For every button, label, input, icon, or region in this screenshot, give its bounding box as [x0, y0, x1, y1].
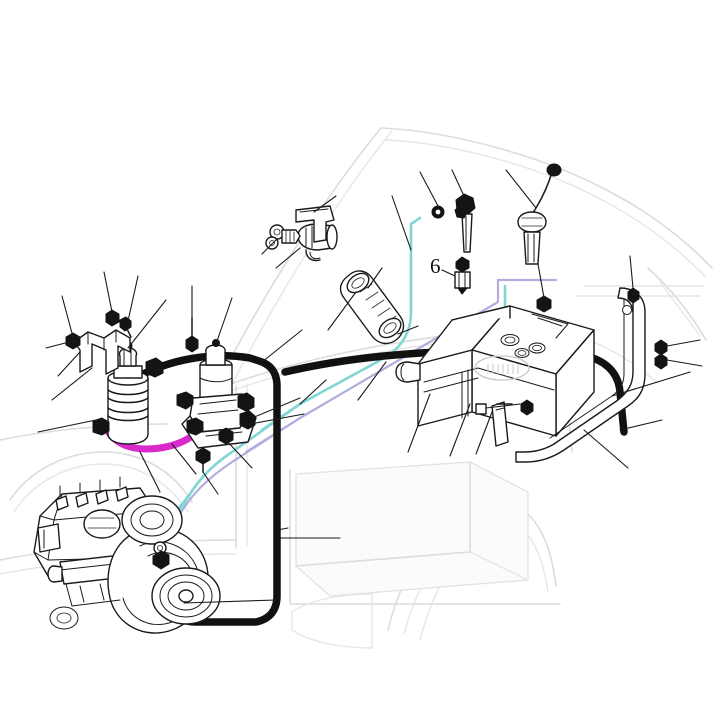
- fuel-tank: [395, 305, 595, 447]
- fuel-filter-secondary: [176, 339, 257, 449]
- fuel-line-return-route: [144, 278, 558, 568]
- vent-hose-assembly: [517, 163, 562, 265]
- fasteners-group: [65, 205, 668, 473]
- ghost-vehicle-outline: [0, 127, 713, 649]
- fuel-tap-callout-6: [454, 256, 471, 295]
- hand-primer-pump: [265, 205, 338, 262]
- breather-valve: [454, 193, 476, 253]
- injection-pump: [33, 476, 221, 634]
- leader-lines-group: [37, 169, 703, 604]
- callout-6-label: 6: [430, 254, 441, 278]
- flexible-hose-connector: [339, 270, 405, 345]
- filter-mount-bracket: [73, 329, 131, 375]
